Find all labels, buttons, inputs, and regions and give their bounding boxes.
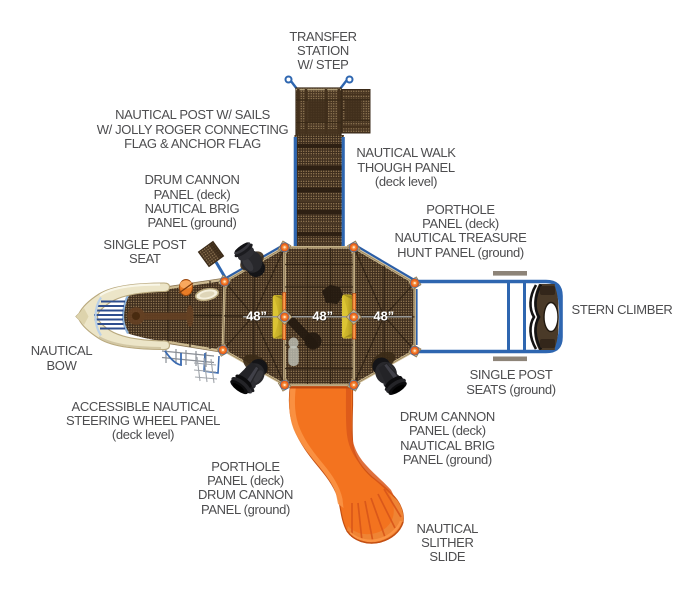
svg-text:48”: 48” xyxy=(247,309,268,324)
svg-text:48”: 48” xyxy=(313,309,334,324)
svg-text:48”: 48” xyxy=(373,309,394,324)
svg-text:48”: 48” xyxy=(374,309,395,324)
svg-text:48”: 48” xyxy=(246,309,267,324)
svg-text:48”: 48” xyxy=(312,309,333,324)
